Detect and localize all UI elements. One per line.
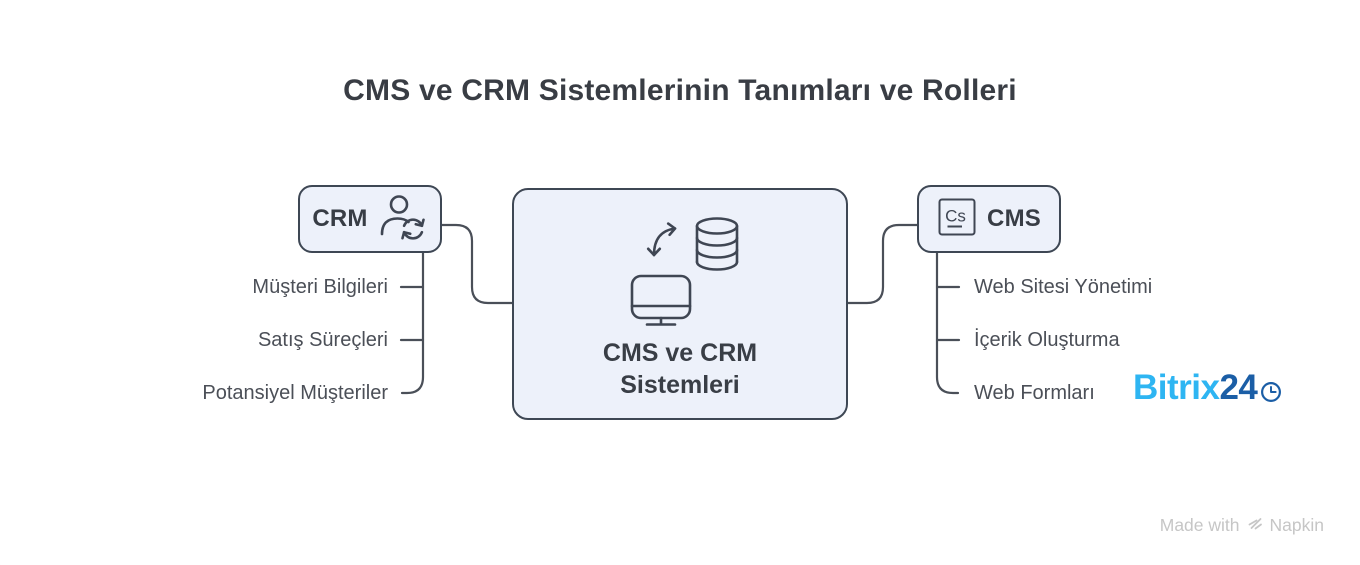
connector-center-to-cms <box>846 223 919 305</box>
user-sync-icon <box>378 194 428 245</box>
bitrix24-logo: Bitrix 24 <box>1133 369 1282 411</box>
crm-item: Satış Süreçleri <box>257 329 388 351</box>
cms-item-spine <box>935 251 960 395</box>
cs-square-icon: Cs <box>937 197 977 242</box>
cms-node: Cs CMS <box>917 185 1061 253</box>
cms-node-label: CMS <box>987 205 1041 232</box>
crm-item: Potansiyel Müşteriler <box>202 382 388 404</box>
bitrix-logo-text: Bitrix <box>1133 368 1220 407</box>
svg-text:Cs: Cs <box>945 206 966 225</box>
crm-node-label: CRM <box>312 205 368 232</box>
clock-icon <box>1260 373 1282 411</box>
central-node: CMS ve CRM Sistemleri <box>512 188 848 420</box>
cms-item: Web Sitesi Yönetimi <box>974 276 1153 298</box>
database-icon <box>694 216 740 277</box>
cms-item: İçerik Oluşturma <box>974 329 1120 351</box>
bitrix-logo-number: 24 <box>1219 368 1258 407</box>
crm-item: Müşteri Bilgileri <box>252 276 388 298</box>
connector-crm-to-center <box>440 223 514 305</box>
crm-item-spine <box>400 251 425 395</box>
crm-node: CRM <box>298 185 442 253</box>
napkin-logo-icon <box>1247 515 1263 536</box>
page-title: CMS ve CRM Sistemlerinin Tanımları ve Ro… <box>343 74 1017 107</box>
cms-item: Web Formları <box>974 382 1095 404</box>
central-node-label: CMS ve CRM Sistemleri <box>514 337 846 401</box>
watermark-brand: Napkin <box>1269 515 1324 535</box>
central-node-label-line1: CMS ve CRM <box>602 339 758 367</box>
transfer-arrow-icon <box>644 218 688 271</box>
monitor-icon <box>630 274 692 333</box>
napkin-watermark: Made with Napkin <box>1160 515 1324 536</box>
watermark-prefix: Made with <box>1159 515 1240 535</box>
central-node-label-line2: Sistemleri <box>620 371 740 399</box>
